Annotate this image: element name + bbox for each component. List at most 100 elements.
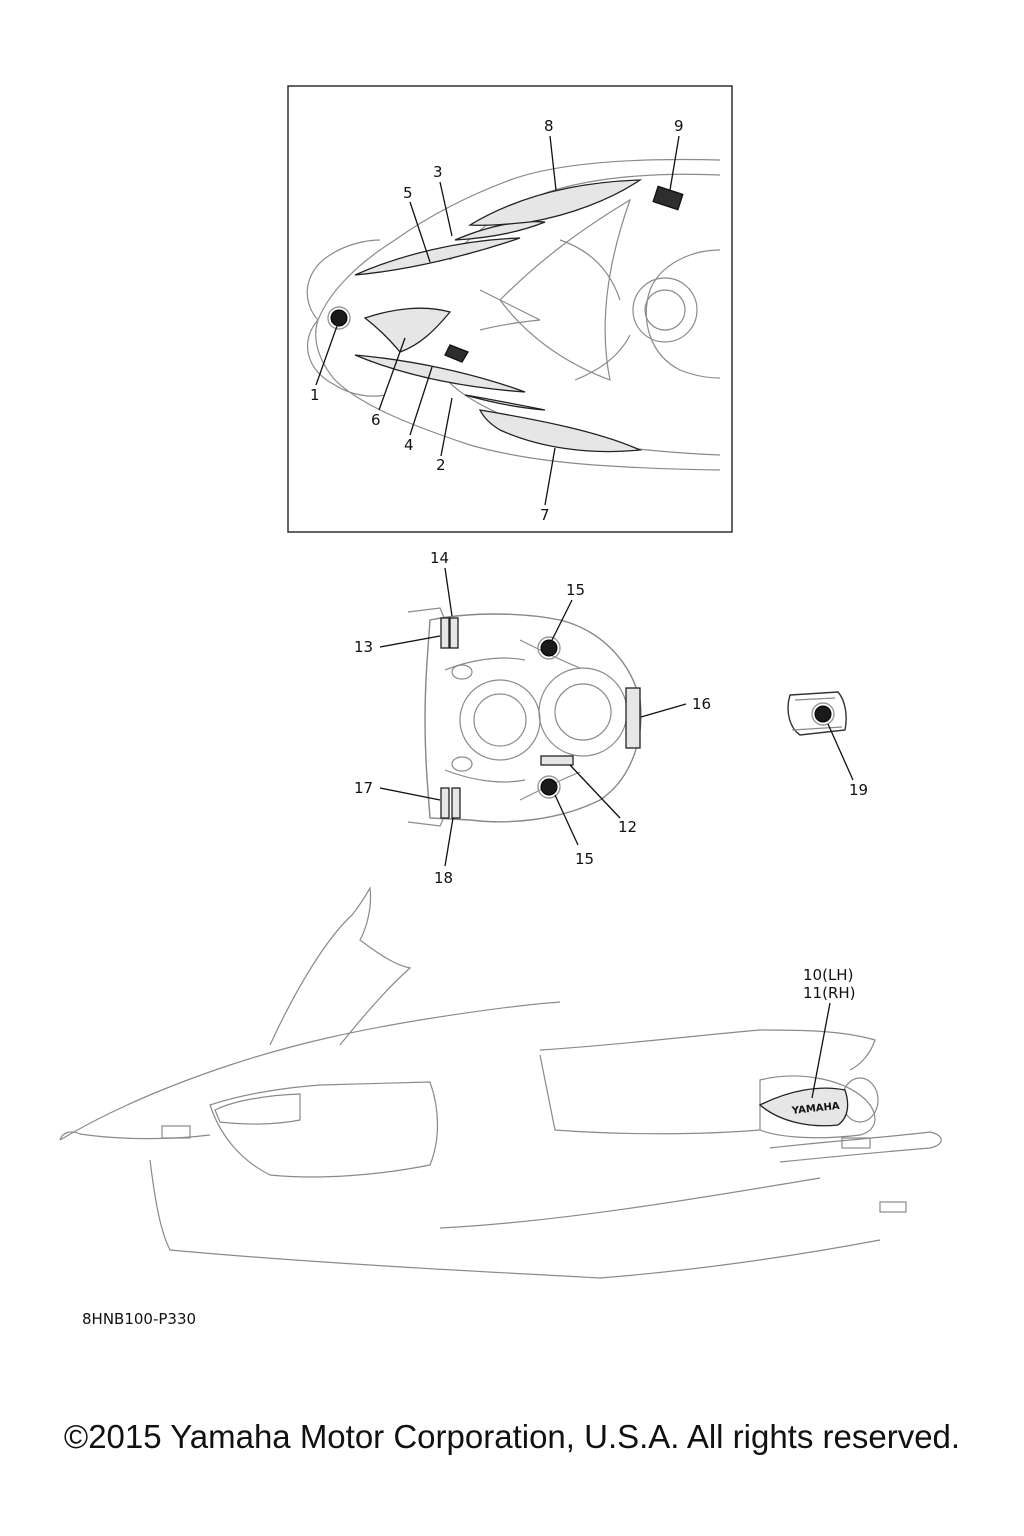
callout-10-lh: 10(LH) [803,966,853,984]
cowl-vent-bottom [451,756,473,772]
decal-12 [540,755,574,766]
windshield [269,886,412,1046]
leader-2 [440,397,453,457]
leader-13 [379,635,441,648]
leader-18 [444,817,454,867]
decal-18 [451,787,461,819]
decal-16 [625,687,641,749]
rear-cowl-top-view: 14 15 13 16 17 12 15 18 [354,549,711,887]
inset-frame [287,85,733,533]
decal-2 [464,394,546,411]
callout-18: 18 [434,869,453,887]
callout-7: 7 [540,506,550,524]
emblem-15-top-icon [540,639,558,657]
part-code: 8HNB100-P330 [82,1310,197,1328]
nose-outline [306,239,386,397]
decal-5 [354,237,521,276]
emblem-19-ring [811,702,835,726]
callout-13: 13 [354,638,373,656]
callout-17: 17 [354,779,373,797]
decal-10-11 [758,1087,849,1127]
leader-1 [315,325,338,386]
emblem-15-top-ring [537,636,561,660]
decal-13 [440,617,450,649]
emblem-1-ring [327,306,351,330]
callout-1: 1 [310,386,320,404]
leader-6 [378,337,406,411]
snowmobile-side-view: YAMAHA 10(LH) 11(RH) [59,886,942,1279]
leader-7 [544,447,556,506]
emblem-1-icon [330,309,348,327]
callout-11-rh: 11(RH) [803,984,856,1002]
leader-14 [444,567,453,617]
leader-19 [827,723,854,781]
running-board [439,1177,821,1229]
seat [539,1029,876,1071]
leader-15-bottom [554,794,579,846]
leader-3 [439,181,453,237]
decal-14 [449,617,459,649]
callout-8: 8 [544,117,554,135]
callout-15-bottom: 15 [575,850,594,868]
callout-6: 6 [371,411,381,429]
cowl-port-right-inner [554,683,612,741]
cowl-port-left-outer [459,679,541,761]
callout-5: 5 [403,184,413,202]
callout-12: 12 [618,818,637,836]
decal-4 [354,354,526,393]
decal-6 [363,307,452,353]
hood-vent-lines [479,239,631,381]
small-part-19: 19 [787,691,868,799]
cowl-outline [424,613,642,823]
seat-cutout [645,249,721,379]
callout-2: 2 [436,456,446,474]
callout-19: 19 [849,781,868,799]
cowl-port-right-outer [538,667,628,757]
cowl-port-left-inner [473,693,527,747]
cowl-vent-top [451,664,473,680]
leader-9 [669,135,680,191]
decal-7 [478,409,643,453]
copyright-notice: ©2015 Yamaha Motor Corporation, U.S.A. A… [63,1418,961,1455]
leader-10-11 [811,1002,831,1099]
callout-9: 9 [674,117,684,135]
callout-4: 4 [404,436,414,454]
emblem-15-bottom-ring [537,775,561,799]
decal-6-tip [444,344,469,363]
rear-reflector [841,1137,871,1149]
emblem-19-icon [814,705,832,723]
side-decal-text: YAMAHA [790,1101,840,1117]
part-19-outline [787,691,847,736]
emblem-15-bottom-icon [540,778,558,796]
hood [59,1001,561,1141]
hood-top-view: 1 2 3 4 5 6 7 8 9 [287,85,733,533]
rear-bumper [769,1131,942,1163]
part-19-detail [791,697,843,731]
cowl-left-edge [407,607,446,827]
body-lower [149,1159,881,1279]
seat-base [539,1054,761,1135]
gauge-ring-outer [632,277,698,343]
step-reflector [879,1201,907,1213]
leader-4 [409,366,433,436]
leader-12 [569,764,621,819]
leader-16 [640,703,687,718]
callout-14: 14 [430,549,449,567]
decal-3 [454,220,546,241]
cowl-detail-lines [444,639,581,801]
side-panel [209,1081,439,1178]
decal-9 [652,185,684,211]
front-reflector [161,1125,191,1139]
leader-8 [549,135,557,191]
front-bumper [59,1131,211,1141]
leader-15-top [551,599,573,641]
windshield-outline [499,198,632,381]
leader-5 [409,201,431,263]
callout-16: 16 [692,695,711,713]
leader-17 [379,787,441,801]
decal-17 [440,787,450,819]
callout-15-top: 15 [566,581,585,599]
callout-3: 3 [433,163,443,181]
gauge-ring-inner [644,289,686,331]
